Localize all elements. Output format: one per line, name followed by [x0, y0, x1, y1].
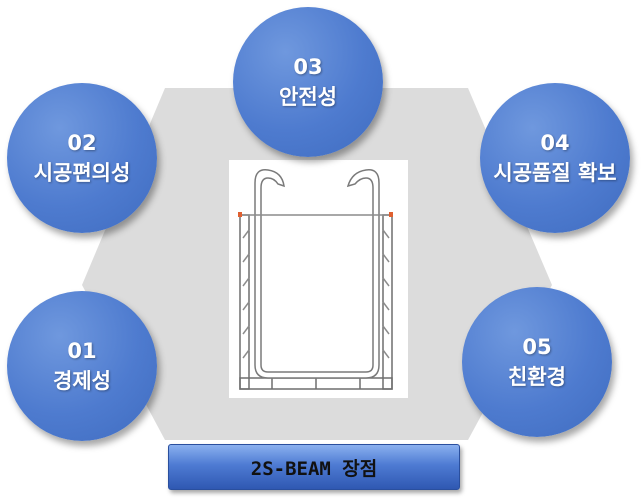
advantage-02-circle: 02 시공편의성	[7, 83, 157, 233]
advantage-05-circle: 05 친환경	[462, 287, 612, 437]
advantage-number: 01	[67, 339, 97, 363]
advantage-label: 경제성	[53, 369, 111, 393]
beam-cross-section-image	[229, 160, 408, 398]
advantage-label: 시공편의성	[33, 161, 131, 185]
advantage-04-circle: 04 시공품질 확보	[480, 83, 630, 233]
advantage-number: 02	[67, 131, 97, 155]
diagram-title: 2S-BEAM 장점	[250, 457, 378, 480]
advantage-number: 04	[540, 131, 570, 155]
title-bar: 2S-BEAM 장점	[168, 444, 460, 490]
advantage-03-circle: 03 안전성	[233, 7, 383, 157]
advantage-label: 친환경	[508, 365, 566, 389]
advantage-number: 05	[522, 335, 552, 359]
advantage-number: 03	[293, 55, 323, 79]
advantage-label: 안전성	[279, 85, 337, 109]
advantage-01-circle: 01 경제성	[7, 291, 157, 441]
advantage-label: 시공품질 확보	[493, 161, 617, 185]
